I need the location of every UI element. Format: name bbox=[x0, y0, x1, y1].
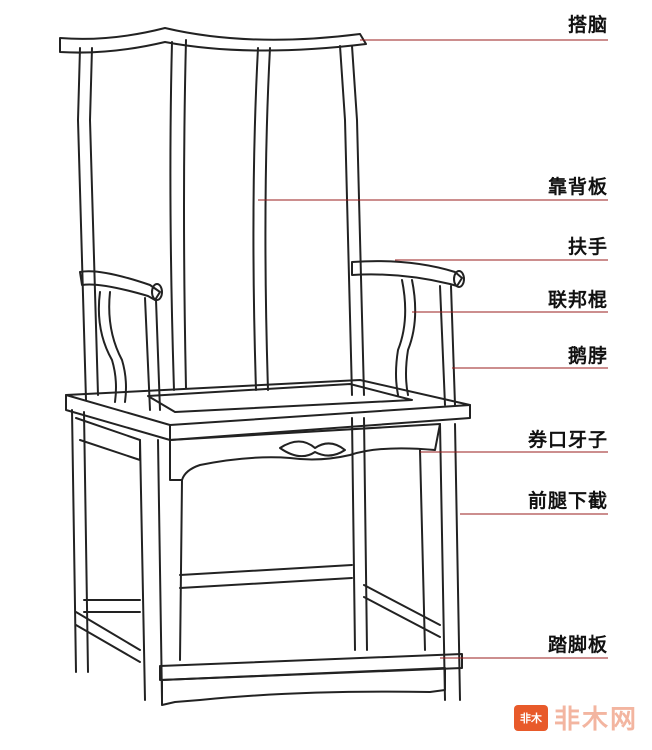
leg-front-left bbox=[139, 439, 163, 701]
back-splat bbox=[169, 39, 187, 391]
watermark: 非木 非木网 bbox=[513, 699, 638, 736]
label-back-splat: 靠背板 bbox=[547, 176, 608, 198]
lianbang-right bbox=[395, 279, 417, 396]
watermark-logo: 非木 bbox=[513, 704, 548, 731]
goose-neck-right bbox=[439, 285, 456, 406]
apron-carving bbox=[279, 440, 346, 458]
leg-back-left bbox=[71, 409, 89, 673]
label-footrest: 踏脚板 bbox=[547, 634, 608, 656]
inner-leg-curve bbox=[179, 449, 426, 661]
footrest bbox=[159, 653, 463, 681]
apron bbox=[169, 423, 441, 481]
label-apron: 券口牙子 bbox=[527, 429, 608, 451]
label-lianbang: 联邦棍 bbox=[547, 289, 608, 311]
label-goose-neck: 鹅脖 bbox=[567, 345, 608, 367]
label-crest-rail: 搭脑 bbox=[567, 14, 608, 36]
lianbang-left bbox=[97, 291, 127, 403]
crest-rail bbox=[59, 27, 367, 54]
label-front-leg: 前腿下截 bbox=[527, 490, 608, 512]
stretcher-back bbox=[179, 564, 353, 589]
back-post-left bbox=[77, 47, 99, 401]
back-post-right bbox=[339, 45, 365, 396]
stretcher-left-low bbox=[75, 611, 141, 663]
stretcher-right bbox=[363, 584, 441, 638]
armrest-left bbox=[79, 270, 161, 301]
goose-neck-left bbox=[144, 297, 161, 411]
back-splat-right bbox=[252, 47, 271, 391]
stretcher-side bbox=[83, 599, 141, 613]
leg-front-right bbox=[439, 423, 461, 701]
watermark-text: 非木网 bbox=[553, 705, 638, 735]
armrest-right bbox=[351, 260, 463, 287]
seat-inner bbox=[147, 383, 413, 413]
footrest-apron bbox=[161, 667, 446, 706]
leg-back-right bbox=[351, 417, 368, 651]
label-armrest: 扶手 bbox=[567, 236, 608, 258]
